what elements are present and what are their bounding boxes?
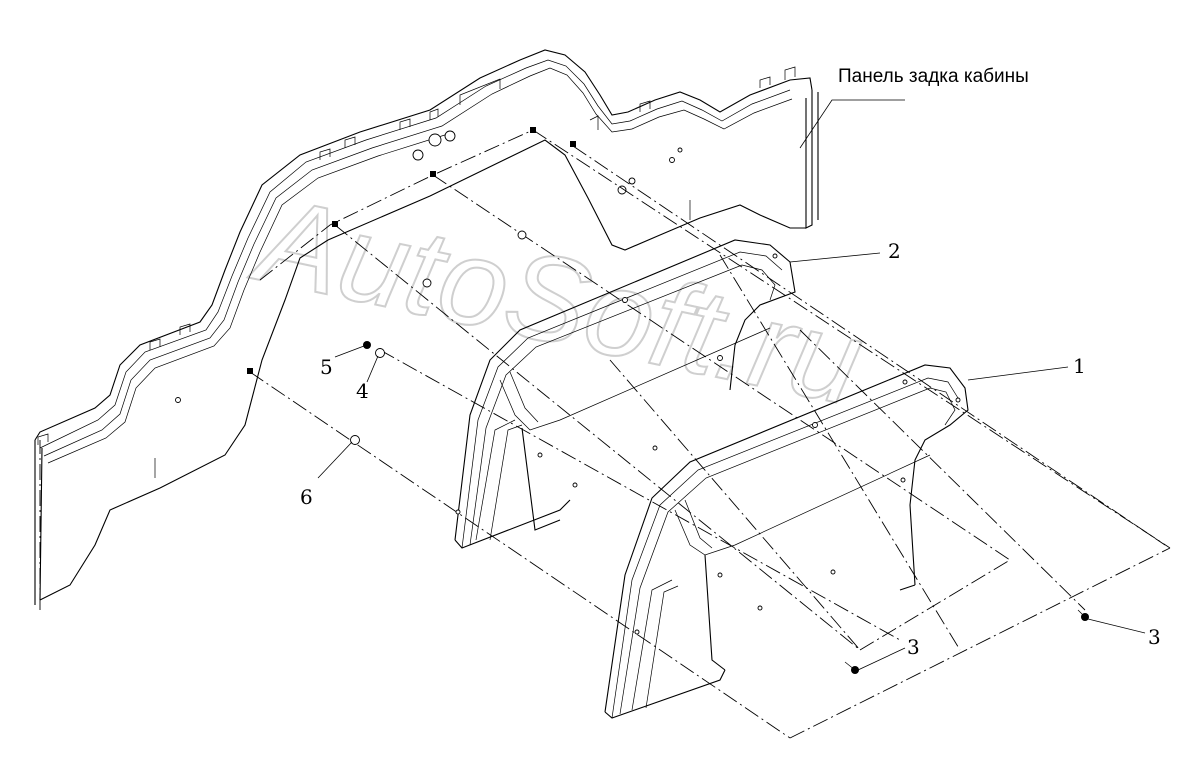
callout-1: 1 (1073, 354, 1086, 378)
part-1-bracket (604, 364, 969, 719)
leader-lines (317, 99, 1146, 671)
callout-6: 6 (300, 485, 313, 509)
fasteners (350, 341, 1089, 674)
panel-label: Панель задка кабины (838, 66, 1029, 87)
rear-cab-panel (34, 49, 819, 605)
watermark: AutoSoft.ru (241, 170, 873, 431)
callout-4: 4 (356, 379, 369, 403)
callout-2: 2 (888, 239, 901, 263)
callout-3-right: 3 (1148, 625, 1161, 649)
part-2-bracket (454, 239, 796, 549)
callout-5: 5 (320, 355, 333, 379)
callout-3-center: 3 (907, 635, 920, 659)
assembly-axes (39, 129, 1171, 739)
